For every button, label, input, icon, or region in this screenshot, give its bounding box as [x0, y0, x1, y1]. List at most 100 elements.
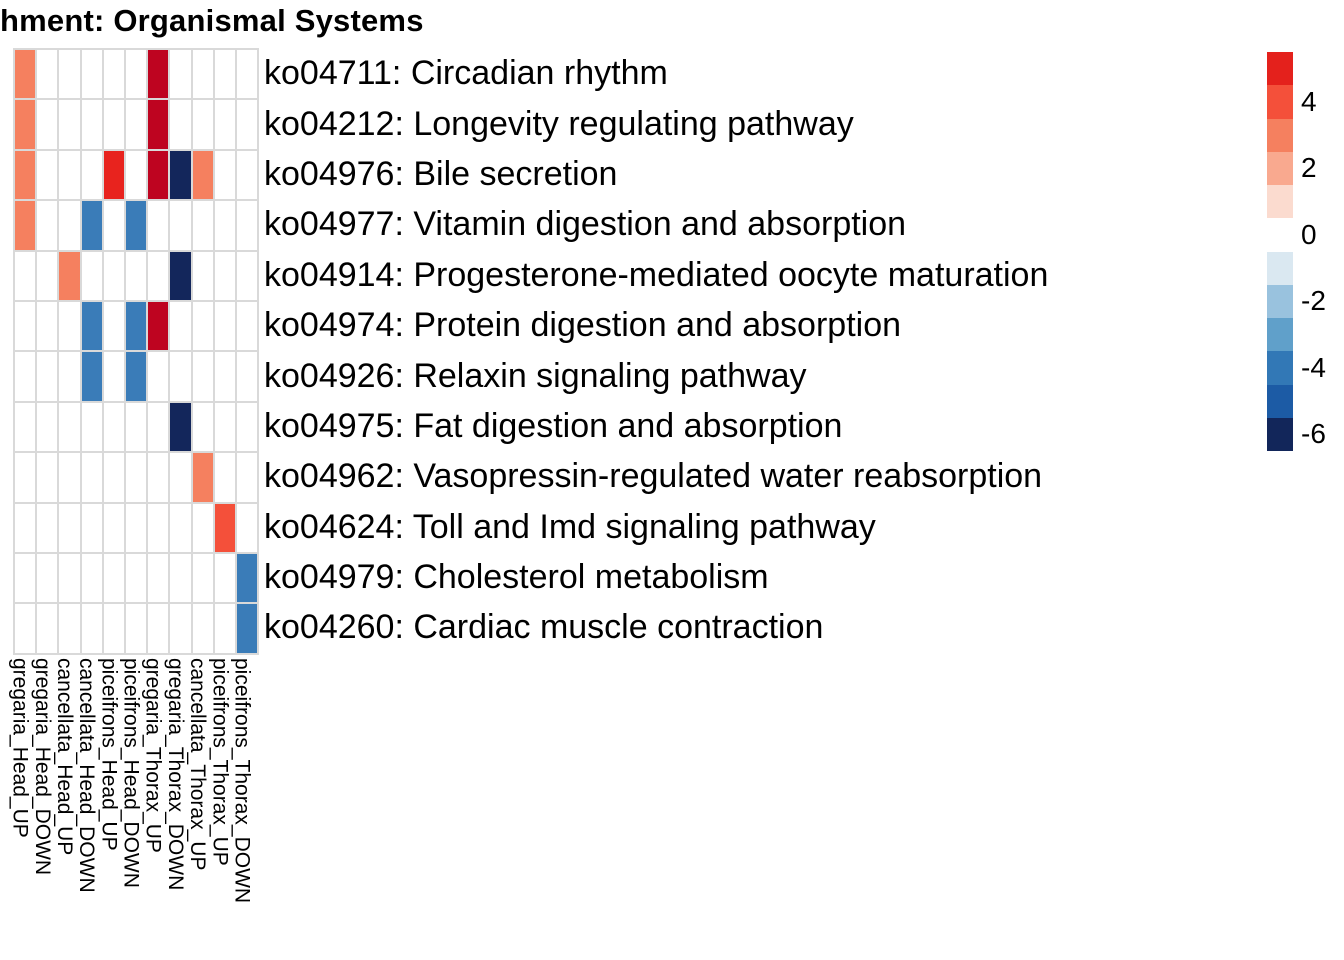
heatmap-cell [148, 352, 171, 403]
heatmap-cell [236, 402, 260, 454]
heatmap-cell [236, 503, 260, 554]
column-label: gregaria_Head_DOWN [30, 658, 54, 876]
heatmap-cell [37, 50, 60, 101]
heatmap-cell [37, 301, 60, 353]
row-label: ko04212: Longevity regulating pathway [264, 104, 854, 143]
heatmap-cell [125, 352, 149, 403]
column-label: gregaria_Thorax_DOWN [163, 658, 187, 891]
heatmap-cell [103, 100, 126, 151]
heatmap-cell [170, 402, 193, 454]
heatmap-cell [103, 352, 126, 403]
heatmap-cell [214, 453, 237, 504]
heatmap-cell [170, 453, 193, 504]
legend-color-block [1267, 284, 1293, 318]
heatmap-cell [192, 251, 215, 302]
heatmap-cell [192, 50, 215, 101]
heatmap-cell [37, 503, 60, 554]
heatmap-cell [192, 503, 215, 554]
heatmap-cell [192, 402, 215, 454]
heatmap-cell [214, 553, 237, 605]
heatmap-cell [59, 453, 82, 504]
heatmap-cell [37, 201, 60, 252]
heatmap-cell [125, 402, 149, 454]
heatmap-cell [15, 100, 38, 151]
heatmap-cell [37, 100, 60, 151]
heatmap-cell [15, 553, 38, 605]
heatmap-cell [192, 352, 215, 403]
heatmap-cell [236, 50, 260, 101]
heatmap-cell [37, 604, 60, 655]
heatmap-cell [103, 453, 126, 504]
column-label: gregaria_Head_UP [8, 658, 32, 838]
heatmap-cell [125, 201, 149, 252]
heatmap-cell [214, 201, 237, 252]
column-label: piceifrons_Thorax_UP [208, 658, 232, 866]
heatmap-cell [192, 453, 215, 504]
heatmap-cell [192, 301, 215, 353]
heatmap-cell [236, 201, 260, 252]
legend-color-block [1267, 417, 1293, 451]
heatmap-cell [236, 604, 260, 655]
heatmap-cell [103, 201, 126, 252]
heatmap-cell [103, 402, 126, 454]
heatmap-cell [236, 553, 260, 605]
heatmap-cell [81, 201, 104, 252]
row-label: ko04260: Cardiac muscle contraction [264, 608, 824, 647]
legend-tick-label: 2 [1301, 152, 1317, 184]
legend-color-block [1267, 185, 1293, 219]
heatmap-cell [59, 100, 82, 151]
heatmap-cell [214, 352, 237, 403]
legend-color-block [1267, 251, 1293, 285]
heatmap-cell [59, 201, 82, 252]
heatmap-cell [170, 251, 193, 302]
column-label: piceifrons_Head_DOWN [119, 658, 143, 888]
column-label: gregaria_Thorax_UP [141, 658, 165, 853]
heatmap-cell [148, 553, 171, 605]
heatmap-cell [103, 251, 126, 302]
row-label: ko04962: Vasopressin-regulated water rea… [264, 457, 1043, 496]
heatmap-cell [125, 553, 149, 605]
heatmap-cell [81, 150, 104, 202]
heatmap-cell [81, 100, 104, 151]
row-label: ko04711: Circadian rhythm [264, 54, 668, 93]
heatmap-cell [214, 301, 237, 353]
row-label: ko04624: Toll and Imd signaling pathway [264, 507, 876, 546]
heatmap-cell [81, 402, 104, 454]
heatmap-cell [81, 553, 104, 605]
heatmap-cell [103, 50, 126, 101]
heatmap-cell [15, 50, 38, 101]
heatmap-cell [37, 402, 60, 454]
heatmap-cell [170, 503, 193, 554]
heatmap-cell [148, 453, 171, 504]
heatmap-cell [148, 503, 171, 554]
heatmap-cell [59, 150, 82, 202]
heatmap-cell [103, 301, 126, 353]
row-label: ko04926: Relaxin signaling pathway [264, 356, 807, 395]
row-label: ko04979: Cholesterol metabolism [264, 558, 769, 597]
heatmap-cell [15, 201, 38, 252]
heatmap-cell [59, 301, 82, 353]
row-label: ko04975: Fat digestion and absorption [264, 406, 843, 445]
heatmap-cell [59, 352, 82, 403]
heatmap-cell [59, 251, 82, 302]
heatmap-cell [214, 251, 237, 302]
heatmap-cell [192, 150, 215, 202]
heatmap-cell [236, 352, 260, 403]
heatmap-cell [59, 553, 82, 605]
heatmap-cell [192, 100, 215, 151]
heatmap-cell [214, 150, 237, 202]
heatmap-cell [170, 201, 193, 252]
heatmap-cell [15, 503, 38, 554]
heatmap-cell [81, 503, 104, 554]
heatmap-cell [148, 150, 171, 202]
legend-tick-label: -6 [1301, 418, 1326, 450]
column-label: cancellata_Head_DOWN [75, 658, 99, 893]
row-labels: ko04711: Circadian rhythm ko04212: Longev… [264, 48, 1048, 653]
legend-color-block [1267, 85, 1293, 119]
heatmap-cell [214, 503, 237, 554]
heatmap-cell [192, 604, 215, 655]
page-title: hment: Organismal Systems [0, 3, 424, 38]
heatmap-cell [125, 453, 149, 504]
column-label: cancellata_Head_UP [52, 658, 76, 856]
heatmap-cell [103, 604, 126, 655]
